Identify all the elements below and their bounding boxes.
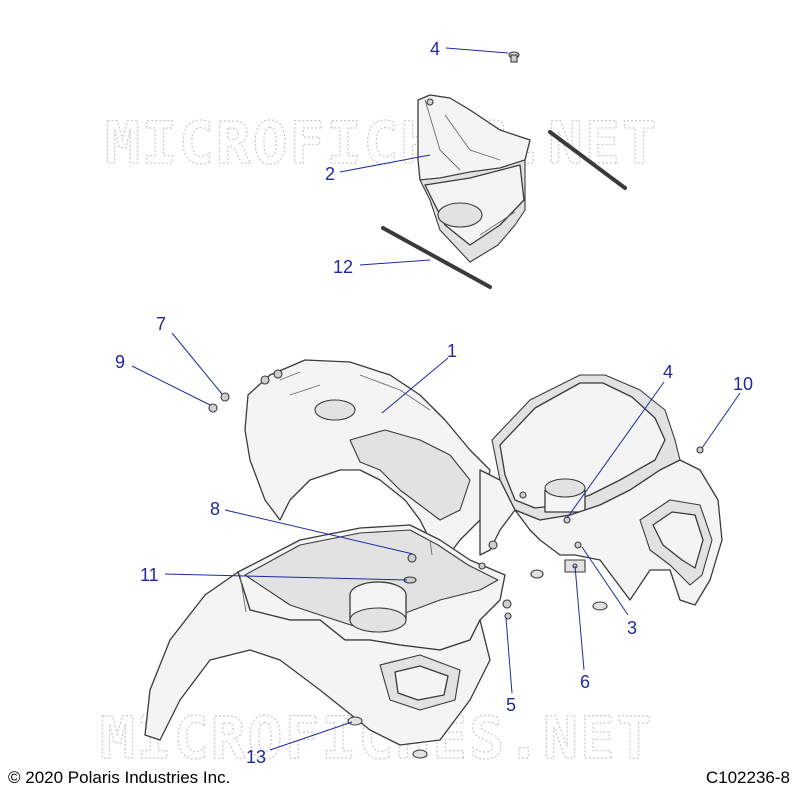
callout-8: 8 xyxy=(210,499,220,519)
copyright-text: © 2020 Polaris Industries Inc. xyxy=(8,768,231,787)
callout-7: 7 xyxy=(156,314,166,334)
callout-4-mid: 4 xyxy=(663,362,673,382)
main-body-part xyxy=(244,359,491,561)
callout-12: 12 xyxy=(333,257,353,277)
left-fender-part xyxy=(144,524,512,746)
callout-10: 10 xyxy=(733,374,753,394)
callout-5: 5 xyxy=(506,695,516,715)
callout-2: 2 xyxy=(325,164,335,184)
watermark-top: MICROFICHES.NET xyxy=(105,109,659,177)
callout-3: 3 xyxy=(627,618,637,638)
rod-part-left xyxy=(381,226,492,289)
callout-6: 6 xyxy=(580,672,590,692)
leader-lines xyxy=(131,47,741,751)
callout-13: 13 xyxy=(246,747,266,767)
callout-9: 9 xyxy=(115,352,125,372)
screw-part-top xyxy=(508,51,520,63)
callout-1: 1 xyxy=(447,341,457,361)
drawing-number: C102236-8 xyxy=(705,768,790,787)
right-fender-part xyxy=(479,374,723,606)
callout-4-top: 4 xyxy=(430,39,440,59)
rod-part-right xyxy=(548,130,627,190)
callout-11: 11 xyxy=(140,565,159,585)
fastener-parts xyxy=(208,392,608,759)
upper-panel-part xyxy=(417,94,531,263)
